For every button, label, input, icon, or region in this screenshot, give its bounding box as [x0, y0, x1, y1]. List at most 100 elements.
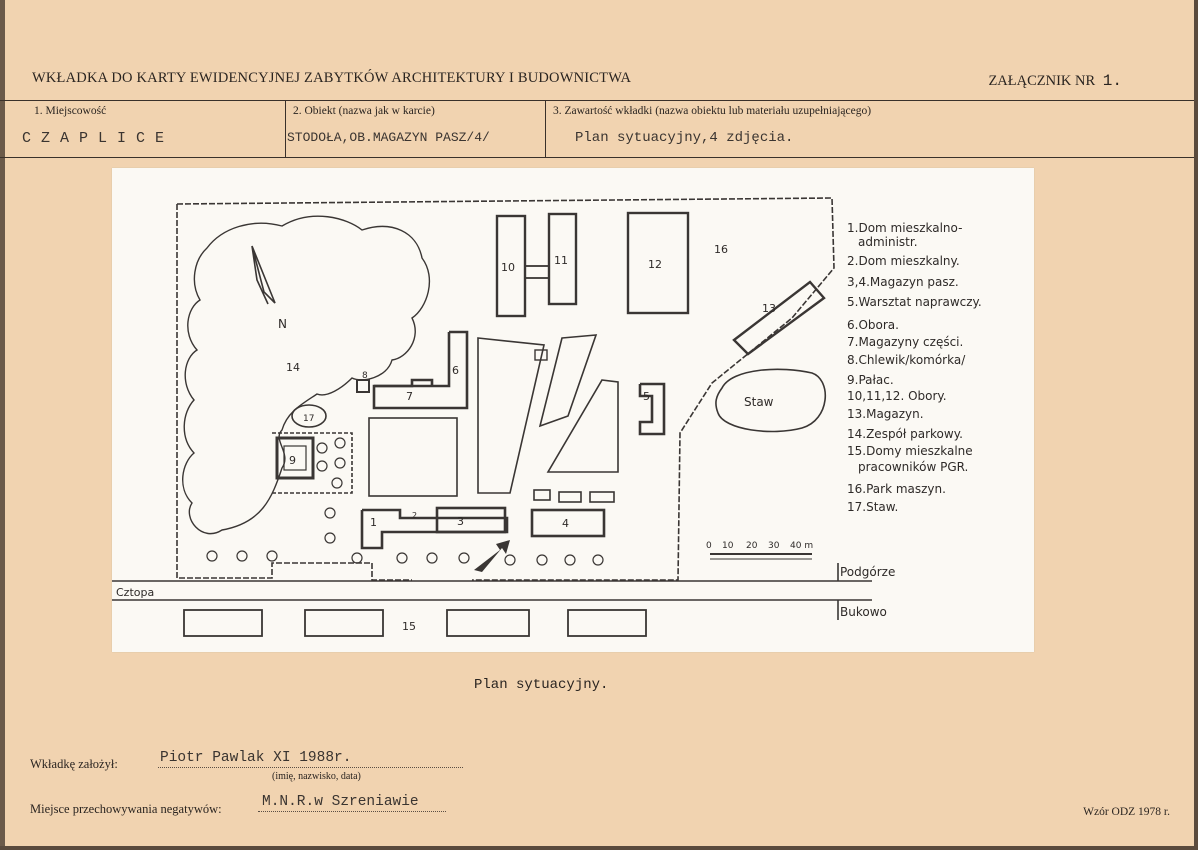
author-value: Piotr Pawlak XI 1988r. — [160, 750, 352, 766]
yard-d — [546, 379, 619, 473]
label-building-10: 10 — [501, 261, 515, 274]
building-4 — [530, 508, 606, 538]
object-value: STODOŁA,OB.MAGAZYN PASZ/4/ — [287, 130, 490, 145]
content-cell: 3. Zawartość wkładki (nazwa obiektu lub … — [545, 101, 1195, 157]
label-building-15: 15 — [402, 620, 416, 633]
direction-bukowo: Bukowo — [840, 605, 887, 619]
palace-inner — [283, 445, 307, 471]
house-15-a — [183, 609, 263, 637]
building-number-labels: 1 2 3 4 5 6 7 8 9 10 11 12 13 14 15 16 1… — [116, 243, 895, 633]
yard-b — [477, 337, 545, 494]
building-8 — [356, 379, 370, 393]
label-building-7: 7 — [406, 390, 413, 403]
author-dotline — [158, 767, 463, 768]
label-building-4: 4 — [562, 517, 569, 530]
label-building-17: 17 — [303, 414, 314, 424]
pond — [715, 368, 826, 433]
label-building-14: 14 — [286, 361, 300, 374]
legend-item-6: 6.Obora. — [847, 318, 899, 332]
map-legend: 1.Dom mieszkalno- administr. 2.Dom miesz… — [847, 221, 982, 514]
building-11 — [547, 212, 578, 306]
palace-grounds — [272, 432, 353, 494]
locality-value: CZAPLICE — [22, 130, 175, 147]
label-building-13: 13 — [762, 302, 776, 315]
building-6 — [372, 330, 469, 410]
scale-30: 30 — [768, 541, 780, 551]
bottom-edge — [0, 846, 1198, 850]
legend-item-13: 13.Magazyn. — [847, 407, 924, 421]
author-label: Wkładkę założył: — [30, 757, 118, 771]
legend-item-10: 10,11,12. Obory. — [847, 389, 947, 403]
legend-item-3: 3,4.Magazyn pasz. — [847, 275, 959, 289]
locality-label: 1. Miejscowość — [34, 105, 107, 117]
building-7 — [374, 378, 434, 388]
house-15-d — [567, 609, 647, 637]
scale-0: 0 — [706, 541, 712, 551]
legend-item-1: 1.Dom mieszkalno- — [847, 221, 962, 235]
building-4-annex-b — [558, 491, 582, 503]
card-title: WKŁADKA DO KARTY EWIDENCYJNEJ ZABYTKÓW A… — [32, 70, 632, 86]
label-building-16: 16 — [714, 243, 728, 256]
building-4-annex-c — [589, 491, 615, 503]
label-building-3: 3 — [457, 515, 464, 528]
park-outline — [182, 215, 431, 535]
legend-item-7: 7.Magazyny części. — [847, 335, 963, 349]
right-edge — [1194, 0, 1198, 850]
building-5 — [638, 382, 666, 436]
template-version: Wzór ODZ 1978 r. — [1083, 806, 1170, 818]
content-value: Plan sytuacyjny,4 zdjęcia. — [575, 130, 794, 146]
yard-a — [368, 417, 458, 497]
site-plan-photo: 1 2 3 4 5 6 7 8 9 10 11 12 13 14 15 16 1… — [112, 168, 1034, 652]
locality-cell: 1. Miejscowość CZAPLICE — [0, 101, 286, 157]
object-label: 2. Obiekt (nazwa jak w karcie) — [293, 105, 435, 117]
entrance-arrow-icon — [474, 540, 510, 572]
storage-label: Miejsce przechowywania negatywów: — [30, 802, 222, 816]
building-13 — [732, 280, 826, 356]
annex-number-value: 1. — [1102, 72, 1122, 90]
label-building-5: 5 — [643, 390, 650, 403]
label-building-11: 11 — [554, 254, 568, 267]
legend-item-8: 8.Chlewik/komórka/ — [847, 353, 966, 367]
building-12 — [626, 211, 690, 315]
building-1 — [360, 508, 509, 550]
legend-item-14: 14.Zespół parkowy. — [847, 427, 963, 441]
legend-item-5: 5.Warsztat naprawczy. — [847, 295, 982, 309]
left-edge — [0, 0, 5, 850]
storage-dotline — [258, 811, 446, 812]
pond-17 — [291, 404, 327, 428]
label-building-2: 2 — [412, 511, 417, 520]
annex-label: ZAŁĄCZNIK NR — [988, 73, 1096, 89]
legend-item-1b: administr. — [858, 235, 918, 249]
north-arrow — [251, 245, 276, 305]
scale-20: 20 — [746, 541, 758, 551]
building-9 — [275, 436, 315, 480]
house-15-b — [304, 609, 384, 637]
building-link — [524, 265, 550, 279]
pond-label: Staw — [744, 395, 774, 409]
yard-c-box — [534, 349, 548, 361]
object-cell: 2. Obiekt (nazwa jak w karcie) STODOŁA,O… — [285, 101, 546, 157]
annex-number: ZAŁĄCZNIK NR 1. — [988, 72, 1122, 90]
trees — [206, 437, 604, 566]
road-label: Cztopa — [116, 586, 154, 599]
yard-c — [538, 334, 598, 428]
north-label: N — [278, 317, 287, 331]
legend-item-15: 15.Domy mieszkalne — [847, 444, 973, 458]
label-building-9: 9 — [289, 454, 296, 467]
building-3 — [435, 506, 507, 534]
scale-40: 40 m — [790, 541, 813, 551]
legend-item-15b: pracowników PGR. — [858, 460, 968, 474]
site-plan-drawing: 1 2 3 4 5 6 7 8 9 10 11 12 13 14 15 16 1… — [112, 197, 982, 637]
content-label: 3. Zawartość wkładki (nazwa obiektu lub … — [553, 105, 872, 117]
legend-item-17: 17.Staw. — [847, 500, 898, 514]
photo-caption: Plan sytuacyjny. — [474, 677, 609, 693]
scale-10: 10 — [722, 541, 734, 551]
legend-item-2: 2.Dom mieszkalny. — [847, 254, 960, 268]
scale-labels: 0 10 20 30 40 m — [706, 541, 813, 551]
direction-podgorze: Podgórze — [840, 565, 895, 579]
building-4-annex-a — [533, 489, 551, 501]
author-hint: (imię, nazwisko, data) — [272, 771, 361, 782]
fence-line-west — [176, 204, 412, 581]
label-building-6: 6 — [452, 364, 459, 377]
label-building-8: 8 — [362, 371, 368, 381]
